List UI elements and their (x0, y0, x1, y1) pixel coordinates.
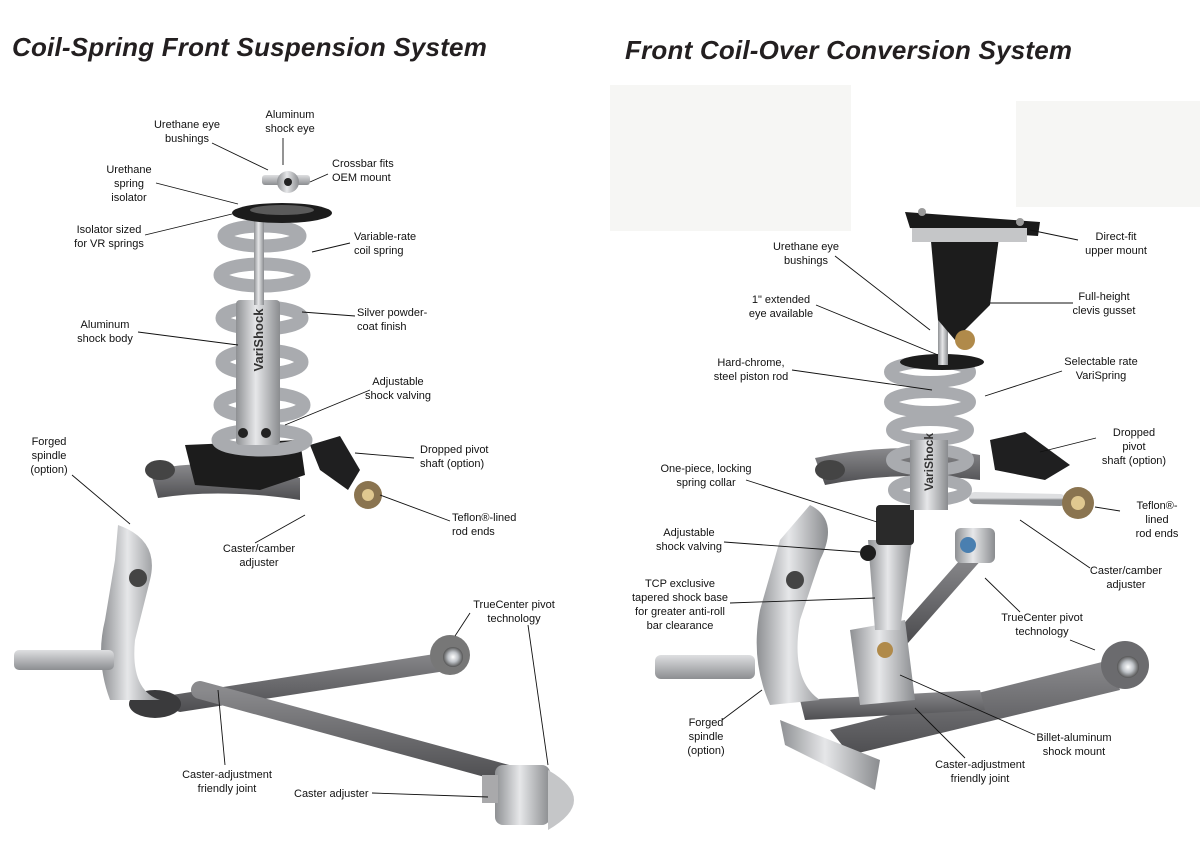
callout-adjustable-valving: Adjustable shock valving (364, 376, 432, 402)
right-valving-knob (860, 545, 876, 561)
callout-forged-spindle-right: Forged spindle (option) (687, 717, 725, 757)
right-spring-collar (876, 505, 914, 545)
left-diagram-title: Coil-Spring Front Suspension System (12, 32, 488, 62)
callout-selectable-rate: Selectable rate VariSpring (1064, 356, 1138, 382)
left-pivot-bracket (310, 436, 360, 490)
callout-caster-adjuster: Caster adjuster (294, 788, 369, 800)
left-shock-body (236, 300, 280, 445)
callout-dropped-pivot: Dropped pivot shaft (option) (420, 444, 489, 470)
callout-tcp-tapered-base: TCP exclusive tapered shock base for gre… (631, 578, 729, 632)
right-spindle (655, 505, 880, 790)
right-clevis-gusset (930, 230, 1000, 340)
callout-caster-camber-right: Caster/camber adjuster (1089, 565, 1163, 591)
callout-hard-chrome-rod: Hard-chrome, steel piston rod (713, 357, 789, 383)
left-shock-brand: VariShock (251, 308, 266, 372)
callout-caster-friendly-joint-right: Caster-adjustment friendly joint (935, 759, 1025, 785)
leader-lines (71, 138, 1121, 798)
callout-teflon-rod-ends: Teflon®-lined rod ends (452, 512, 517, 538)
right-shock-body (868, 540, 912, 630)
right-diagram-title: Front Coil-Over Conversion System (625, 35, 1073, 65)
callout-forged-spindle: Forged spindle (option) (30, 436, 68, 476)
callout-isolator-sized: Isolator sized for VR springs (74, 224, 144, 250)
right-billet-mount (850, 620, 915, 705)
right-assembly: VariShock (655, 208, 1149, 790)
callout-locking-collar: One-piece, locking spring collar (660, 463, 752, 489)
blank-panel (610, 85, 851, 231)
blank-panel (1016, 101, 1200, 207)
left-assembly: VariShock (14, 171, 574, 830)
callout-extended-eye: 1" extended eye available (748, 294, 814, 320)
callout-crossbar: Crossbar fits OEM mount (332, 158, 394, 184)
callout-billet-mount: Billet-aluminum shock mount (1036, 732, 1112, 758)
callout-truecenter: TrueCenter pivot technology (473, 599, 555, 625)
right-pivot-bracket (990, 432, 1070, 480)
callout-caster-friendly-joint: Caster-adjustment friendly joint (182, 769, 272, 795)
callout-spring-isolator: Urethane spring isolator (106, 164, 152, 204)
callout-direct-fit-mount: Direct-fit upper mount (1085, 231, 1147, 257)
callout-silver-powder-coat: Silver powder- coat finish (357, 307, 428, 333)
left-lower-arm (140, 650, 465, 712)
callout-urethane-eye-bushings: Urethane eye bushings (153, 119, 221, 145)
callout-teflon-rod-ends-right: Teflon®-lined rod ends (1135, 500, 1179, 540)
callout-aluminum-shock-body: Aluminum shock body (77, 319, 133, 345)
left-lower-arm-strut (191, 681, 539, 789)
callout-truecenter-right: TrueCenter pivot technology (1001, 612, 1083, 638)
callout-aluminum-shock-eye: Aluminum shock eye (265, 109, 315, 135)
left-caster-adjuster (482, 765, 574, 830)
callout-variable-rate-spring: Variable-rate coil spring (354, 231, 417, 257)
callout-urethane-eye-bushings-right: Urethane eye bushings (772, 241, 840, 267)
right-shock-brand: VariShock (922, 433, 936, 491)
left-spindle (14, 525, 160, 700)
callout-dropped-pivot-right: Dropped pivot shaft (option) (1101, 427, 1167, 467)
callout-full-height-gusset: Full-height clevis gusset (1072, 291, 1136, 317)
callout-caster-camber: Caster/camber adjuster (222, 543, 296, 569)
callout-adjustable-valving-right: Adjustable shock valving (655, 527, 723, 553)
